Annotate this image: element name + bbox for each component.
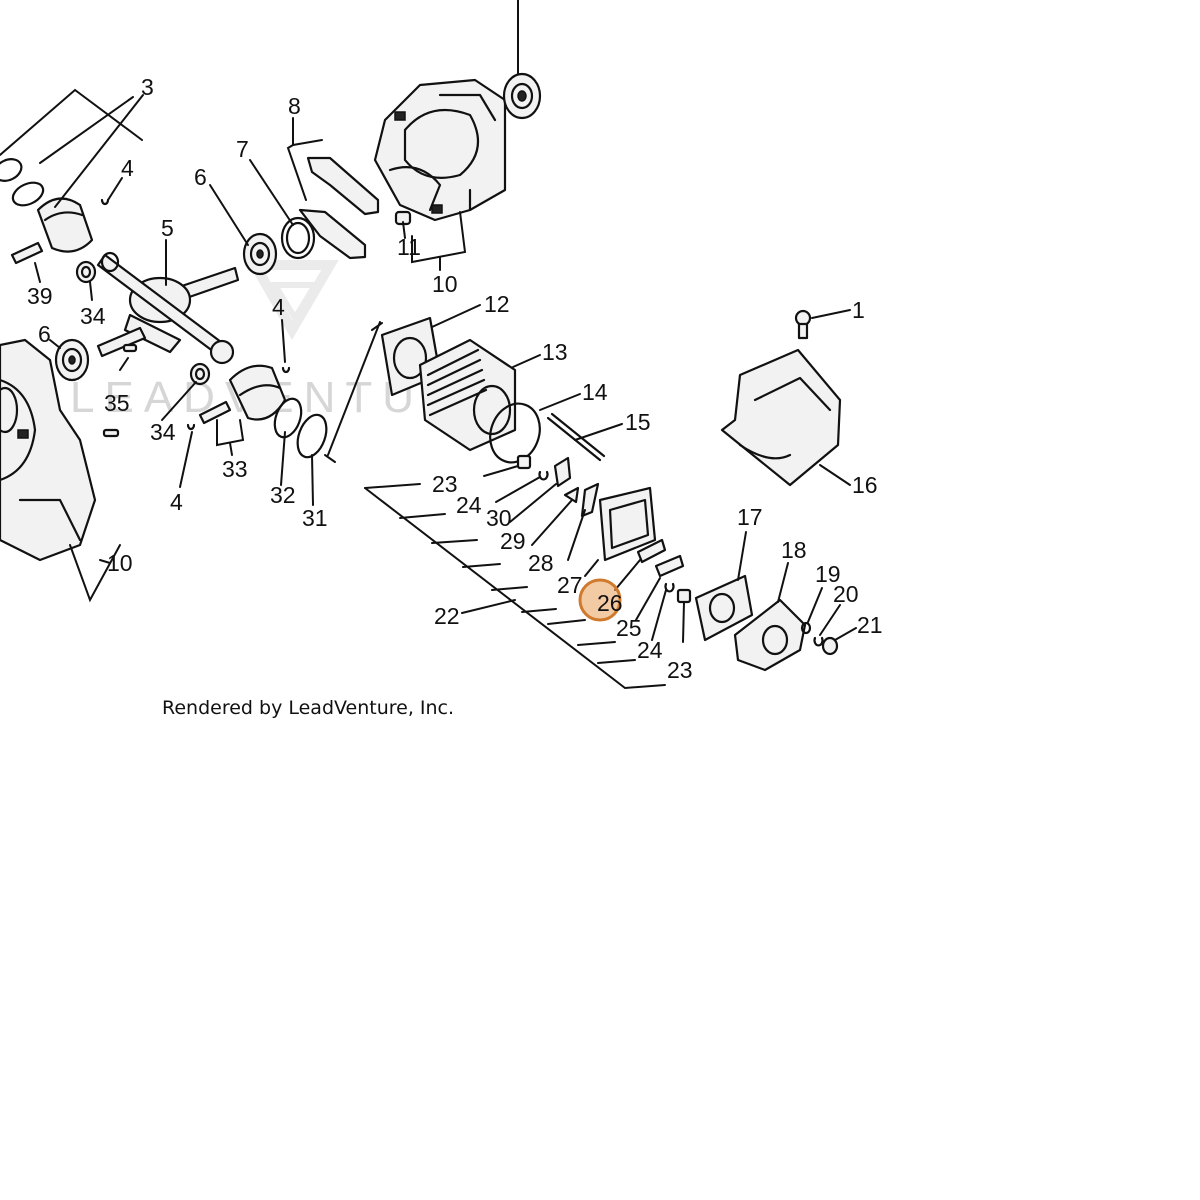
piston-part[interactable] (36, 197, 94, 253)
callout-16[interactable]: 16 (852, 472, 878, 498)
callout-17[interactable]: 17 (737, 504, 763, 530)
callout-32[interactable]: 32 (270, 482, 296, 508)
crankcase-bottom-part[interactable] (0, 338, 97, 562)
highlight-marker[interactable] (578, 578, 622, 622)
cylinder-part[interactable] (418, 338, 517, 452)
piston-part[interactable] (228, 364, 287, 421)
washer-part[interactable] (800, 621, 824, 647)
callout-35[interactable]: 35 (104, 390, 130, 416)
crankcase-top-part[interactable] (373, 78, 507, 222)
piston-pin-part[interactable] (10, 241, 44, 265)
snap-ring-part[interactable] (280, 216, 316, 260)
needle-bearing-part[interactable] (75, 260, 97, 284)
piston-ring-part[interactable] (0, 155, 47, 210)
piston-ring-part[interactable] (270, 395, 332, 461)
nut-part[interactable] (821, 636, 839, 656)
callout-18[interactable]: 18 (781, 537, 807, 563)
callout-19[interactable]: 19 (815, 561, 841, 587)
callout-33[interactable]: 33 (222, 456, 248, 482)
callout-6[interactable]: 6 (38, 321, 51, 347)
callout-12[interactable]: 12 (484, 291, 510, 317)
callout-29[interactable]: 29 (500, 528, 526, 554)
callout-24[interactable]: 24 (637, 637, 663, 663)
callout-15[interactable]: 15 (625, 409, 651, 435)
crankshaft-part[interactable] (96, 251, 240, 365)
crankcase-plate-part[interactable] (298, 156, 380, 260)
callout-24[interactable]: 24 (456, 492, 482, 518)
callout-10[interactable]: 10 (107, 550, 133, 576)
leader-lines (0, 88, 857, 690)
bearing-top-part[interactable] (502, 72, 542, 120)
callout-22[interactable]: 22 (434, 603, 460, 629)
callout-25[interactable]: 25 (616, 615, 642, 641)
piston-pin-part[interactable] (198, 400, 232, 425)
callout-1[interactable]: 1 (852, 297, 865, 323)
callout-34[interactable]: 34 (80, 303, 106, 329)
callout-6[interactable]: 6 (194, 164, 207, 190)
key-part[interactable] (102, 343, 138, 438)
intake-gasket-part[interactable] (694, 574, 754, 642)
exhaust-gasket-part[interactable] (482, 397, 548, 470)
callout-4[interactable]: 4 (121, 155, 134, 181)
callout-4[interactable]: 4 (170, 489, 183, 515)
callout-3[interactable]: 3 (141, 74, 154, 100)
intake-manifold-part[interactable] (733, 598, 807, 672)
callout-26[interactable]: 26 (597, 590, 623, 616)
callout-7[interactable]: 7 (236, 136, 249, 162)
stud-bolt-part[interactable] (546, 412, 606, 462)
callout-11[interactable]: 11 (397, 234, 421, 260)
callout-5[interactable]: 5 (161, 215, 174, 241)
callout-23[interactable]: 23 (432, 471, 458, 497)
callout-30[interactable]: 30 (486, 505, 512, 531)
callout-27[interactable]: 27 (557, 572, 583, 598)
callout-21[interactable]: 21 (857, 612, 883, 638)
carburetor-parts[interactable] (516, 454, 692, 604)
callout-14[interactable]: 14 (582, 379, 608, 405)
cylinder-cover-part[interactable] (720, 348, 842, 487)
callout-20[interactable]: 20 (833, 581, 859, 607)
bearing-part[interactable] (54, 338, 90, 382)
bearing-part[interactable] (242, 232, 278, 276)
callout-34[interactable]: 34 (150, 419, 176, 445)
callout-28[interactable]: 28 (528, 550, 554, 576)
needle-bearing-part[interactable] (189, 362, 211, 386)
credit-text: Rendered by LeadVenture, Inc. (162, 697, 454, 719)
callout-23[interactable]: 23 (667, 657, 693, 683)
callout-13[interactable]: 13 (542, 339, 568, 365)
retainer-clip-part[interactable] (100, 198, 291, 431)
callout-39[interactable]: 39 (27, 283, 53, 309)
screw-part[interactable] (794, 309, 812, 340)
callout-labels: 1 3 4 4 4 5 6 6 7 8 10 10 11 12 13 14 15… (27, 74, 883, 683)
callout-31[interactable]: 31 (302, 505, 328, 531)
callout-4[interactable]: 4 (272, 294, 285, 320)
callout-8[interactable]: 8 (288, 93, 301, 119)
callout-10[interactable]: 10 (432, 271, 458, 297)
watermark-logo-icon (246, 260, 339, 341)
